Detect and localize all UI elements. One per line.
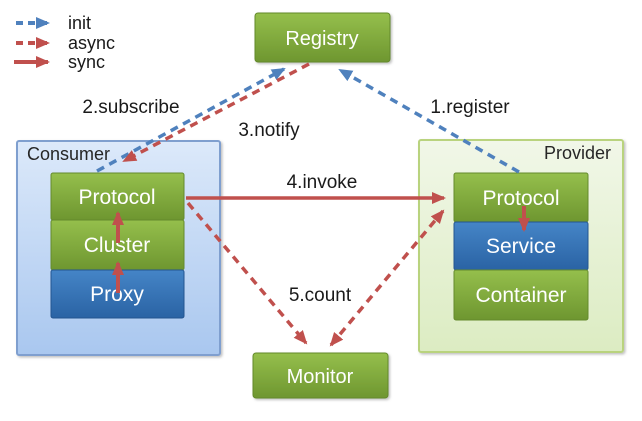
subscribe-label: 2.subscribe xyxy=(82,97,179,118)
legend-async-label: async xyxy=(68,33,115,53)
count-left-arrow xyxy=(186,201,308,345)
notify-arrow xyxy=(122,62,310,163)
count-right-arrow xyxy=(329,209,445,347)
legend-init-label: init xyxy=(68,13,91,33)
consumer-protocol-label: Protocol xyxy=(78,186,155,209)
container-label: Container xyxy=(475,284,566,307)
register-arrow xyxy=(338,68,520,174)
monitor-label: Monitor xyxy=(287,366,354,388)
monitor-group: Monitor xyxy=(252,352,389,399)
legend: init async sync xyxy=(14,13,115,72)
count-label: 5.count xyxy=(289,285,352,306)
provider-protocol-label: Protocol xyxy=(482,187,559,210)
notify-label: 3.notify xyxy=(238,120,300,141)
proxy-label: Proxy xyxy=(90,283,144,306)
edges: 2.subscribe 3.notify 1.register 4.invoke… xyxy=(82,62,520,347)
container-box xyxy=(453,269,589,321)
registry-box xyxy=(254,12,391,63)
consumer-group: Consumer Protocol Cluster Proxy xyxy=(16,140,221,356)
provider-label: Provider xyxy=(544,143,611,163)
provider-group: Provider Protocol Service Container xyxy=(418,139,624,353)
registry-group: Registry xyxy=(254,12,391,63)
registry-label: Registry xyxy=(285,28,358,50)
cluster-label: Cluster xyxy=(84,234,151,257)
service-label: Service xyxy=(486,235,556,258)
consumer-label: Consumer xyxy=(27,144,110,164)
register-label: 1.register xyxy=(430,97,510,118)
monitor-box xyxy=(252,352,389,399)
legend-sync-label: sync xyxy=(68,52,105,72)
invoke-label: 4.invoke xyxy=(287,172,358,193)
